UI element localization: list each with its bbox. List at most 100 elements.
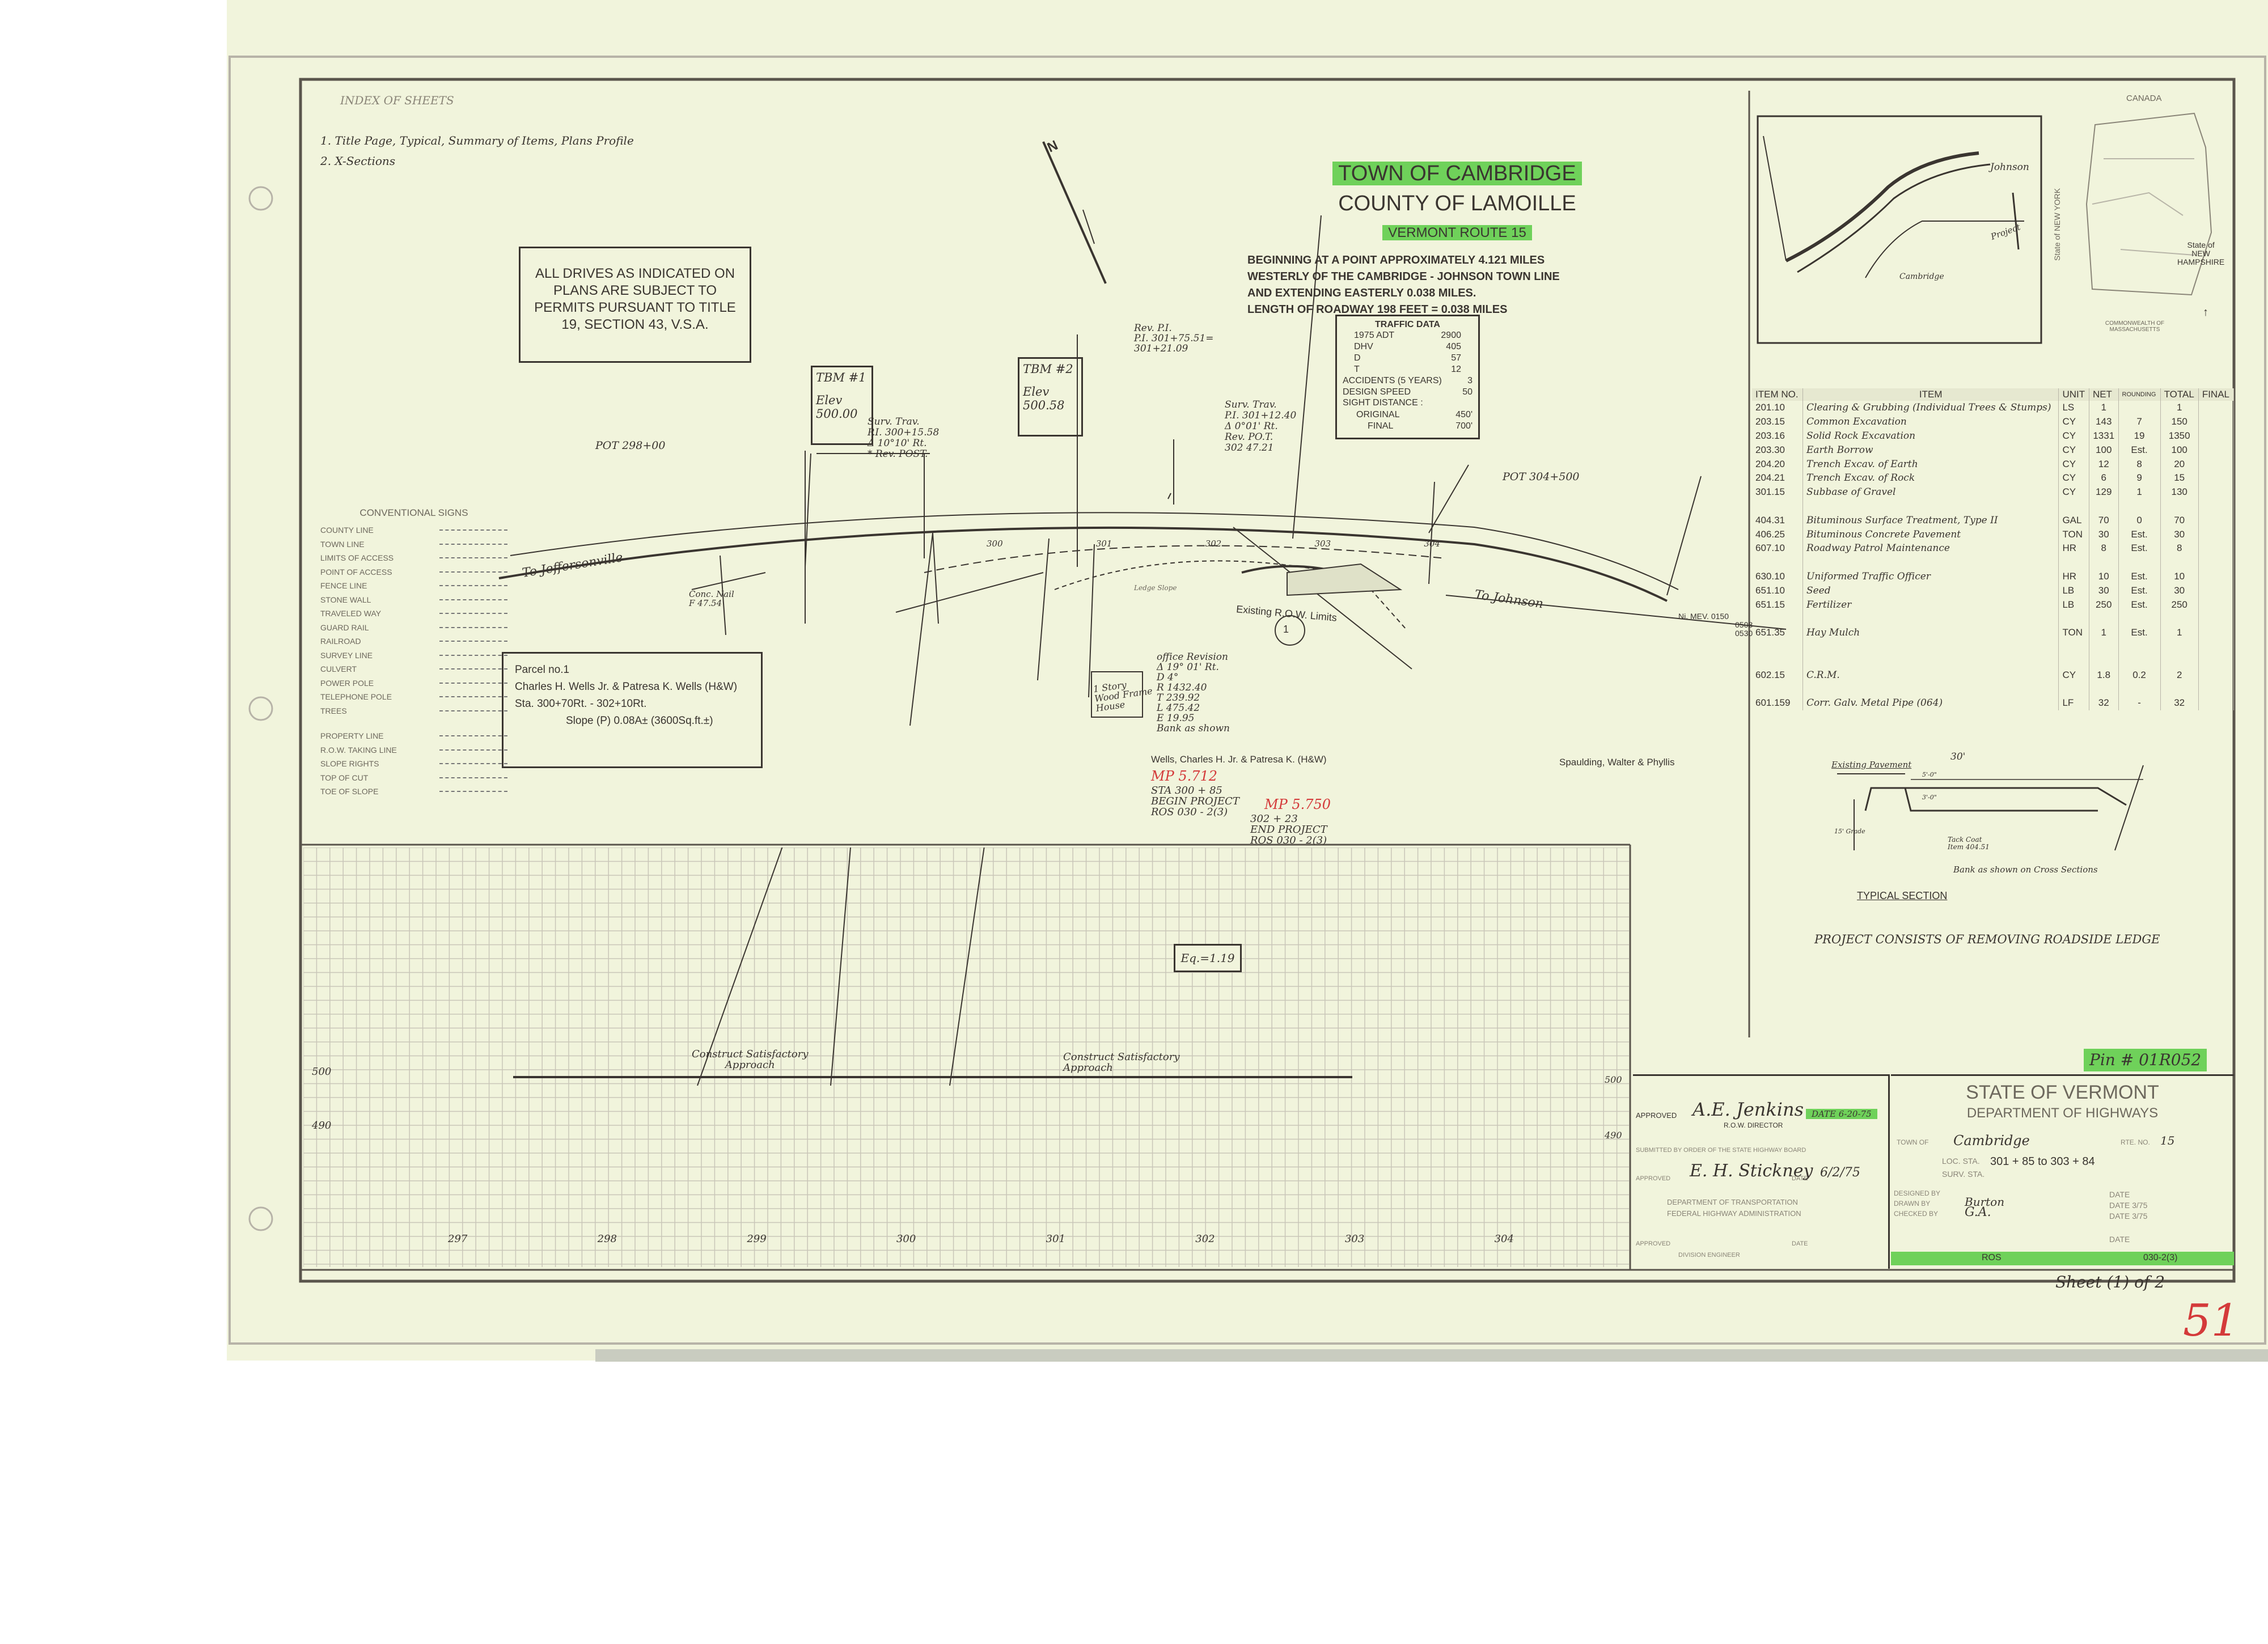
new-hampshire-label: State of NEW HAMPSHIRE <box>2177 241 2224 266</box>
ni-mev-line: 0508 <box>1735 620 1753 629</box>
summary-cell <box>2160 654 2199 668</box>
summary-cell: 601.159 <box>1752 696 1803 710</box>
legend-symbol <box>439 735 507 737</box>
rev-pi-line: P.I. 301+75.51= <box>1134 333 1214 344</box>
drawn-by-value: Burton <box>1965 1195 2005 1209</box>
project-description: BEGINNING AT A POINT APPROXIMATELY 4.121… <box>1247 252 1560 318</box>
summary-cell: 203.30 <box>1752 443 1803 457</box>
summary-cell <box>1802 555 2059 570</box>
summary-cell <box>1752 681 1803 696</box>
summary-cell: 0 <box>2118 513 2161 528</box>
summary-cell: Bituminous Surface Treatment, Type II <box>1802 513 2059 528</box>
conc-nail-line: F 47.54 <box>689 598 722 608</box>
summary-cell <box>2058 555 2089 570</box>
summary-cell: Clearing & Grubbing (Individual Trees & … <box>1802 401 2059 415</box>
sheet-number: Sheet (1) of 2 <box>2055 1273 2165 1291</box>
typical-section-drawing <box>1837 765 2144 851</box>
legend-symbol <box>439 682 507 684</box>
summary-cell <box>2058 499 2089 514</box>
summary-cell: Corr. Galv. Metal Pipe (064) <box>1802 696 2059 710</box>
department-of-highways: DEPARTMENT OF HIGHWAYS <box>1966 1105 2159 1121</box>
desc-line: LENGTH OF ROADWAY 198 FEET = 0.038 MILES <box>1247 303 1508 316</box>
summary-cell <box>2089 555 2119 570</box>
route-label: RTE. NO. <box>2121 1138 2150 1146</box>
profile-elev-500: 500 <box>312 1066 332 1078</box>
pin-number: Pin # 01R052 <box>2084 1049 2207 1071</box>
profile-station: 299 <box>747 1233 767 1245</box>
summary-cell: Est. <box>2118 598 2161 612</box>
summary-row <box>1752 499 2235 514</box>
legend-symbol <box>439 749 507 751</box>
loc-sta-label: LOC. STA. <box>1942 1156 1980 1166</box>
tack-line: Item 404.51 <box>1948 843 1990 851</box>
tbm-1-box: TBM #1 Elev 500.00 <box>811 366 873 445</box>
checked-by-label: CHECKED BY <box>1894 1210 1939 1218</box>
sight-original-label: ORIGINAL <box>1356 410 1400 420</box>
approach-line: Construct Satisfactory <box>692 1048 809 1060</box>
summary-cell: 204.20 <box>1752 457 1803 471</box>
legend-row: TOP OF CUT <box>320 771 507 785</box>
fha-label: FEDERAL HIGHWAY ADMINISTRATION <box>1667 1209 1801 1218</box>
summary-cell <box>2089 611 2119 626</box>
summary-cell <box>2198 443 2235 457</box>
th-item: ITEM <box>1802 388 2059 401</box>
begin-project-text: BEGIN PROJECT <box>1151 795 1239 807</box>
curve-line: Bank as shown <box>1157 723 1230 734</box>
profile-station: 297 <box>448 1233 468 1245</box>
summary-cell: 70 <box>2089 513 2119 528</box>
summary-cell: TON <box>2058 527 2089 541</box>
end-project-text: END PROJECT <box>1250 824 1327 836</box>
spaulding-owner-label: Spaulding, Walter & Phyllis <box>1559 757 1675 768</box>
summary-cell: 8 <box>2089 541 2119 556</box>
sight-distance-label: SIGHT DISTANCE : <box>1343 398 1423 408</box>
summary-cell: 1331 <box>2089 429 2119 443</box>
summary-cell: 150 <box>2160 414 2199 429</box>
town-label: TOWN OF <box>1897 1138 1929 1146</box>
summary-cell: Earth Borrow <box>1802 443 2059 457</box>
summary-cell: 129 <box>2089 485 2119 499</box>
date2-label: DATE <box>1792 1175 1808 1182</box>
legend-label: PROPERTY LINE <box>320 731 384 741</box>
summary-cell: HR <box>2058 569 2089 584</box>
summary-cell <box>2198 555 2235 570</box>
summary-cell: LB <box>2058 583 2089 598</box>
plan-view-linework <box>498 141 1787 726</box>
summary-cell <box>2058 611 2089 626</box>
summary-cell <box>2118 611 2161 626</box>
th-net: NET <box>2089 388 2119 401</box>
summary-cell <box>1802 499 2059 514</box>
legend-symbol <box>439 613 507 615</box>
tbm-label: TBM #2 <box>1023 362 1073 376</box>
legend-symbol <box>439 654 507 656</box>
summary-cell <box>1802 639 2059 654</box>
dot-label: DEPARTMENT OF TRANSPORTATION <box>1667 1198 1798 1206</box>
parcel-owner: Charles H. Wells Jr. & Patresa K. Wells … <box>515 681 738 693</box>
summary-cell: 7 <box>2118 414 2161 429</box>
legend-label: COUNTY LINE <box>320 526 374 535</box>
summary-cell: 2 <box>2160 668 2199 682</box>
approved3-label: APPROVED <box>1636 1240 1671 1247</box>
legend-symbol <box>439 777 507 778</box>
legend-row: SLOPE RIGHTS <box>320 757 507 771</box>
state-of-vermont: STATE OF VERMONT <box>1966 1082 2159 1103</box>
summary-cell: CY <box>2058 457 2089 471</box>
summary-cell: 32 <box>2089 696 2119 710</box>
tbm-elev-value: 500.58 <box>1023 399 1065 412</box>
profile-elev-490-right: 490 <box>1605 1130 1622 1141</box>
summary-cell: 1.8 <box>2089 668 2119 682</box>
loc-sta-range: 301 + 85 to 303 + 84 <box>1990 1155 2095 1168</box>
summary-cell: Est. <box>2118 443 2161 457</box>
mp-end: MP 5.750 <box>1264 796 1331 812</box>
parcel-box: Parcel no.1 Charles H. Wells Jr. & Patre… <box>502 652 763 768</box>
summary-cell: 651.35 <box>1752 625 1803 640</box>
desc-line: BEGINNING AT A POINT APPROXIMATELY 4.121… <box>1247 254 1545 266</box>
summary-row <box>1752 555 2235 570</box>
legend-row: TOE OF SLOPE <box>320 785 507 799</box>
